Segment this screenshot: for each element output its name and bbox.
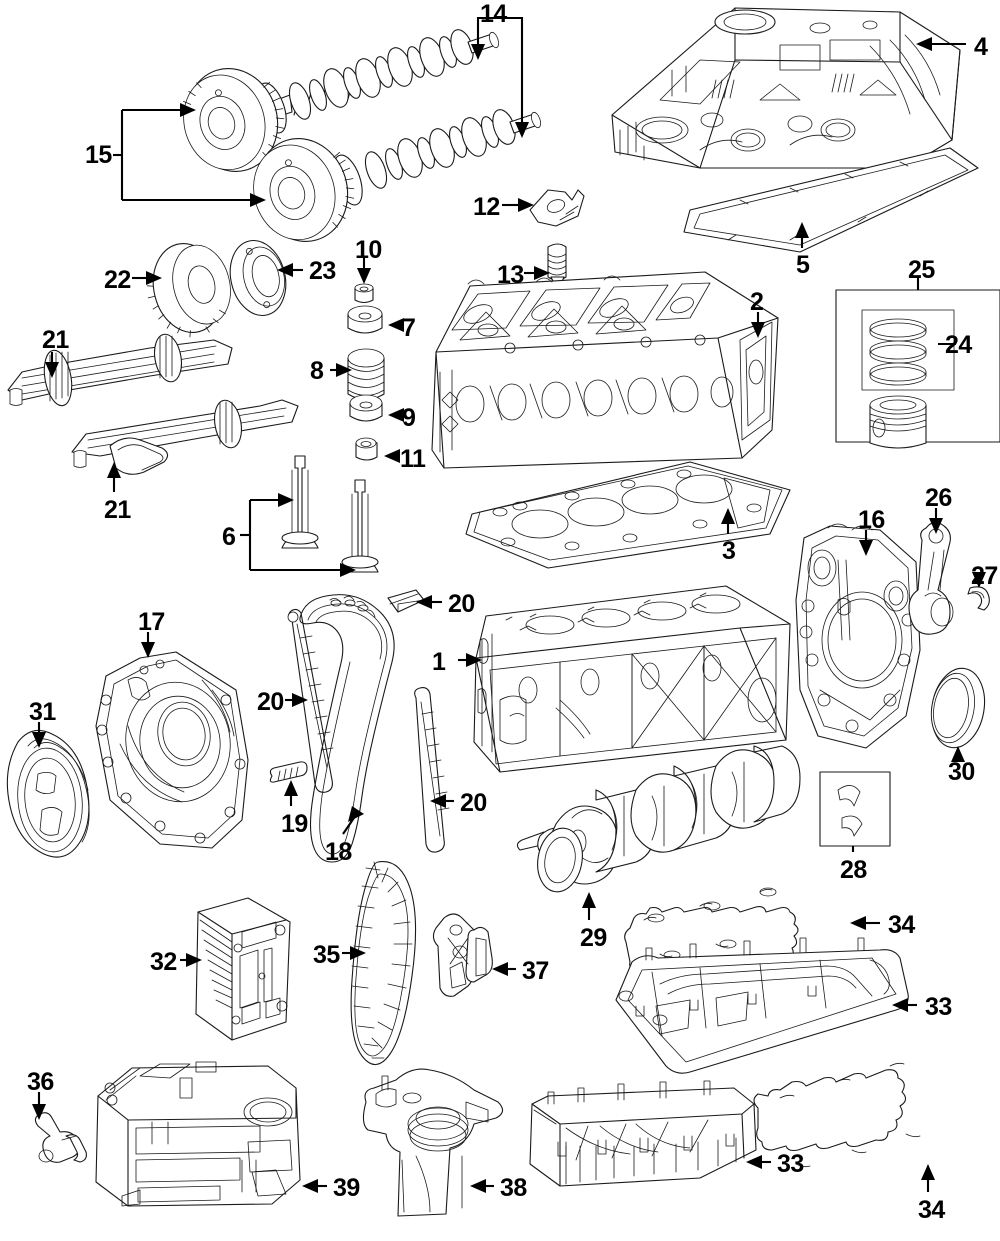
part-29-crankshaft <box>516 745 801 893</box>
part-38-oil-suction-pipe <box>362 1068 504 1217</box>
callout-11: 11 <box>400 445 426 473</box>
part-15-camshaft-adjuster <box>183 68 355 242</box>
callout-33-upper: 33 <box>925 993 952 1021</box>
callout-7: 7 <box>402 314 416 342</box>
part-14-camshaft <box>199 29 541 206</box>
part-35-oil-pump-chain <box>350 860 417 1066</box>
part-12-rocker-arm <box>529 189 585 227</box>
callout-8: 8 <box>310 357 324 385</box>
callout-21-upper: 21 <box>42 326 69 354</box>
callout-9: 9 <box>402 404 416 432</box>
part-33-upper-oil-pan <box>615 937 909 1074</box>
callout-19: 19 <box>281 810 308 838</box>
part-37-chain-tensioner <box>432 913 493 997</box>
callout-32: 32 <box>150 948 177 976</box>
callout-34-upper: 34 <box>888 911 915 939</box>
part-28-bearing-shells <box>819 771 891 847</box>
part-7-spring-retainer <box>347 305 383 334</box>
part-25-piston-kit <box>835 289 1000 449</box>
part-34-lower-oil-pan-gasket <box>753 1062 921 1168</box>
part-31-crankshaft-pulley <box>6 729 90 858</box>
callout-16: 16 <box>858 506 885 534</box>
callout-35: 35 <box>313 941 340 969</box>
callout-29: 29 <box>580 924 607 952</box>
part-11-valve-stem-seal <box>355 437 378 461</box>
callout-22: 22 <box>104 266 131 294</box>
callout-36: 36 <box>27 1068 54 1096</box>
callout-23: 23 <box>309 257 336 285</box>
callout-18: 18 <box>325 838 352 866</box>
part-33-lower-oil-pan <box>529 1080 757 1187</box>
part-8-valve-spring <box>347 348 385 401</box>
part-24-piston-rings <box>861 309 955 391</box>
callout-24: 24 <box>945 331 972 359</box>
part-20-chain-guide-rail-left <box>287 608 334 793</box>
callout-39: 39 <box>333 1174 360 1202</box>
part-6-valves <box>281 455 379 573</box>
callout-5: 5 <box>796 251 810 279</box>
part-21-balance-shaft <box>7 333 299 475</box>
part-3-head-gasket <box>465 461 791 569</box>
callout-15: 15 <box>85 141 112 169</box>
callout-37: 37 <box>522 957 549 985</box>
callout-3: 3 <box>722 537 736 565</box>
part-4-valve-cover <box>611 7 961 169</box>
part-19-tensioner-bolt <box>269 761 308 783</box>
part-5-valve-cover-gasket <box>683 147 979 253</box>
callout-28: 28 <box>840 856 867 884</box>
callout-38: 38 <box>500 1174 527 1202</box>
callout-17: 17 <box>138 608 165 636</box>
part-2-cylinder-head <box>431 271 779 469</box>
part-23-seal-flange <box>229 240 287 316</box>
callout-2: 2 <box>750 288 764 316</box>
callout-leaders <box>32 16 986 1193</box>
callout-27: 27 <box>971 562 998 590</box>
callout-12: 12 <box>473 193 500 221</box>
callout-1: 1 <box>432 648 446 676</box>
part-30-rear-crank-seal <box>930 667 986 749</box>
part-1-cylinder-block <box>473 585 791 773</box>
callout-13: 13 <box>497 261 524 289</box>
callout-20-rail-left: 20 <box>257 688 284 716</box>
callout-20-rail-right: 20 <box>460 789 487 817</box>
callout-14: 14 <box>480 0 507 28</box>
callout-33-lower: 33 <box>777 1150 804 1178</box>
part-32-oil-cooler <box>195 897 291 1041</box>
part-20-chain-tensioning-rail <box>414 687 450 853</box>
part-39-oil-pump <box>95 1061 301 1207</box>
part-36-oil-pressure-sensor <box>34 1112 87 1163</box>
part-16-rear-timing-cover <box>795 523 921 749</box>
callout-6: 6 <box>222 523 236 551</box>
callout-4: 4 <box>974 33 988 61</box>
callout-25: 25 <box>908 256 935 284</box>
part-10-valve-keeper <box>354 283 374 304</box>
callout-31: 31 <box>29 698 56 726</box>
part-13-hydraulic-element <box>547 243 567 286</box>
part-22-sprocket <box>146 243 231 338</box>
callout-30: 30 <box>948 758 975 786</box>
callout-34-lower: 34 <box>918 1196 945 1224</box>
callout-20-slider: 20 <box>448 590 475 618</box>
part-9-spring-seat <box>349 394 383 422</box>
callout-10: 10 <box>355 236 382 264</box>
part-17-front-timing-cover <box>95 651 249 849</box>
part-27-rod-bearing <box>967 586 990 611</box>
callout-21-lower: 21 <box>104 496 131 524</box>
callout-26: 26 <box>925 484 952 512</box>
